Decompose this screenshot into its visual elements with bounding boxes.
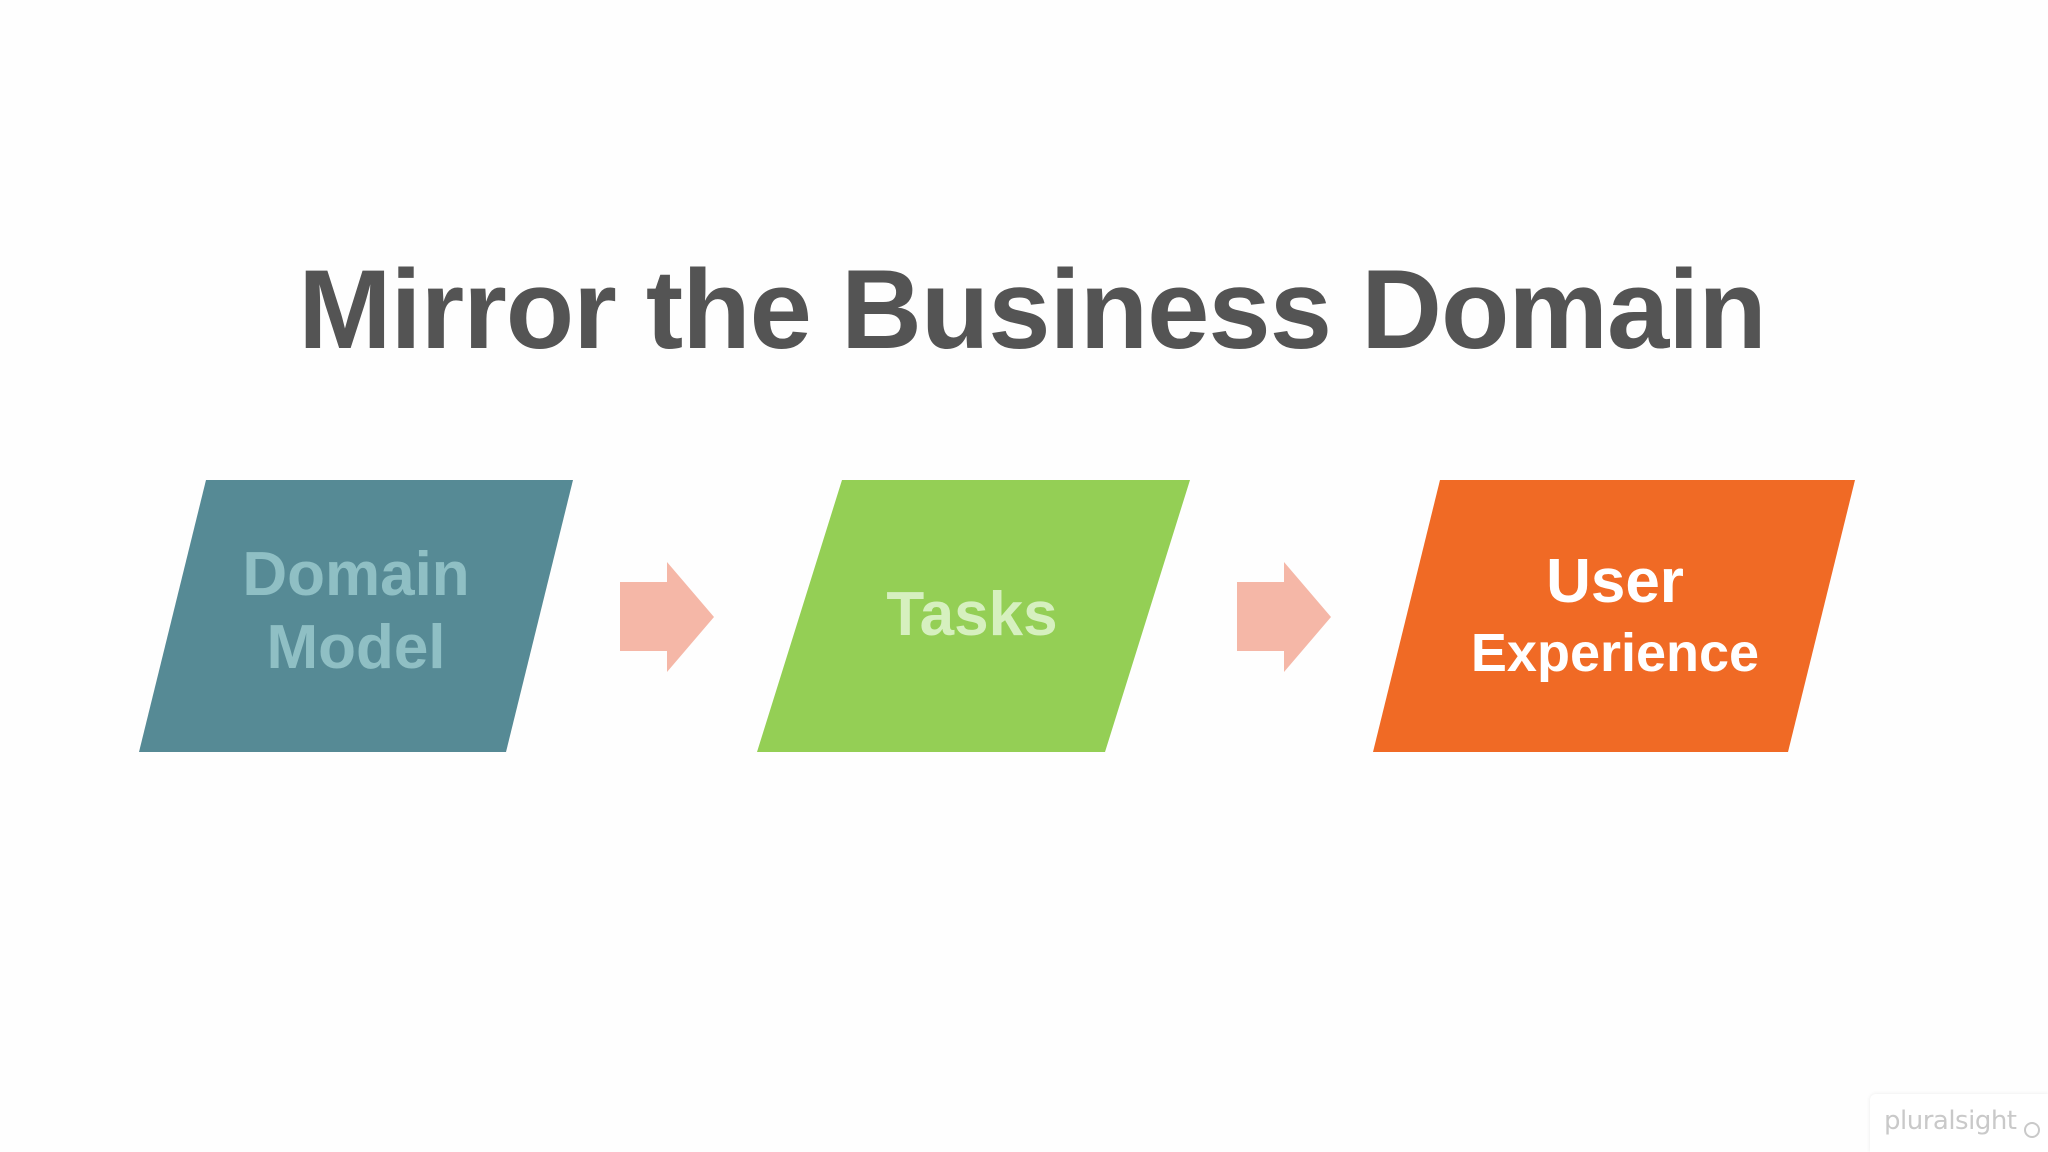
- brand-name: pluralsight: [1884, 1106, 2017, 1136]
- slide-title: Mirror the Business Domain: [298, 247, 1767, 372]
- step-domain-model-line2: Model: [266, 613, 446, 683]
- step-user-experience-label: User Experience: [1425, 545, 1805, 686]
- play-circle-icon: [2024, 1122, 2040, 1138]
- step-tasks-shape: [757, 480, 1190, 752]
- step-domain-model-line1: Domain: [242, 540, 470, 609]
- step-user-experience-line1: User: [1546, 547, 1684, 616]
- arrow-right-icon: [1237, 562, 1331, 672]
- step-domain-model-label: Domain Model: [206, 538, 506, 684]
- step-tasks-label: Tasks: [822, 578, 1122, 651]
- step-tasks-line1: Tasks: [886, 580, 1058, 649]
- step-user-experience-shape: [1373, 480, 1855, 752]
- arrow-right-icon: [620, 562, 714, 672]
- pluralsight-watermark: pluralsight: [1870, 1094, 2048, 1152]
- step-domain-model-shape: [139, 480, 573, 752]
- step-user-experience-line2: Experience: [1470, 623, 1760, 684]
